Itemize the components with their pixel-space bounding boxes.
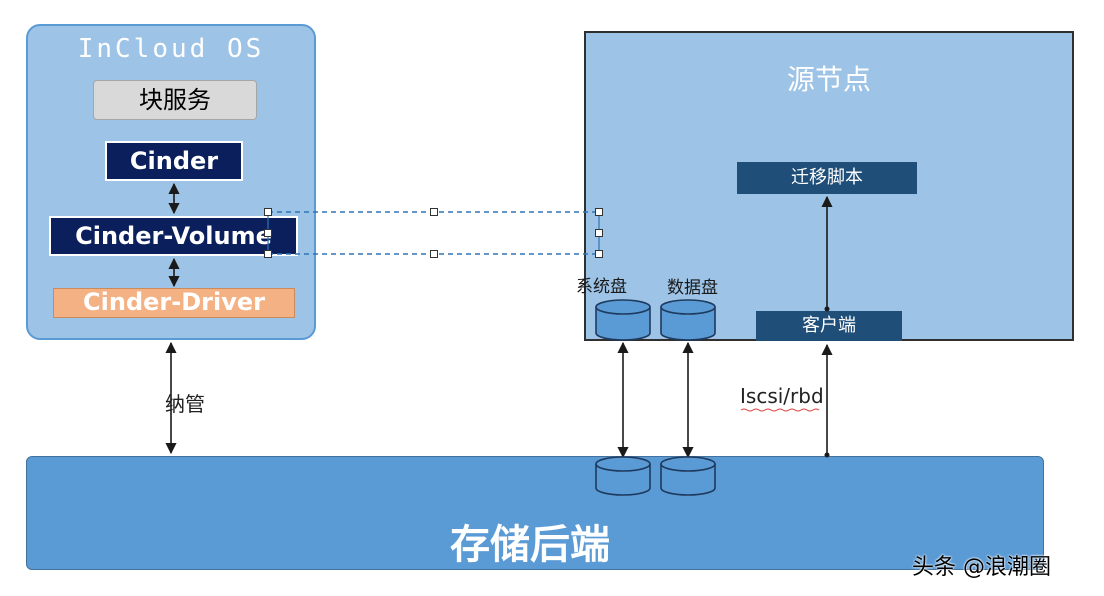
watermark: 头条 @浪潮圈: [912, 555, 1051, 580]
block-service-box: 块服务: [93, 80, 257, 120]
incloud-os-title: InCloud OS: [77, 34, 265, 64]
data-disk-cylinder-icon: [660, 299, 716, 341]
data-disk-label: 数据盘: [667, 278, 718, 298]
storage-backend-title: 存储后端: [450, 522, 610, 568]
incloud-os-panel: [26, 24, 316, 340]
storage-disk-1-cylinder-icon: [595, 456, 651, 496]
selection-handles: [264, 208, 603, 258]
iscsi-rbd-label: Iscsi/rbd: [740, 384, 824, 408]
source-node-title: 源节点: [786, 63, 871, 96]
system-disk-cylinder-icon: [595, 299, 651, 341]
spellcheck-underline: [740, 408, 820, 412]
nanguan-label: 纳管: [165, 392, 205, 416]
cinder-driver-box: Cinder-Driver: [53, 288, 295, 318]
storage-disk-2-cylinder-icon: [660, 456, 716, 496]
cinder-box: Cinder: [105, 141, 243, 181]
migration-script-box: 迁移脚本: [737, 162, 917, 194]
client-box: 客户端: [756, 311, 902, 341]
cinder-volume-box: Cinder-Volume: [49, 216, 298, 256]
system-disk-label: 系统盘: [576, 277, 627, 297]
storage-backend-panel: [26, 456, 1044, 570]
